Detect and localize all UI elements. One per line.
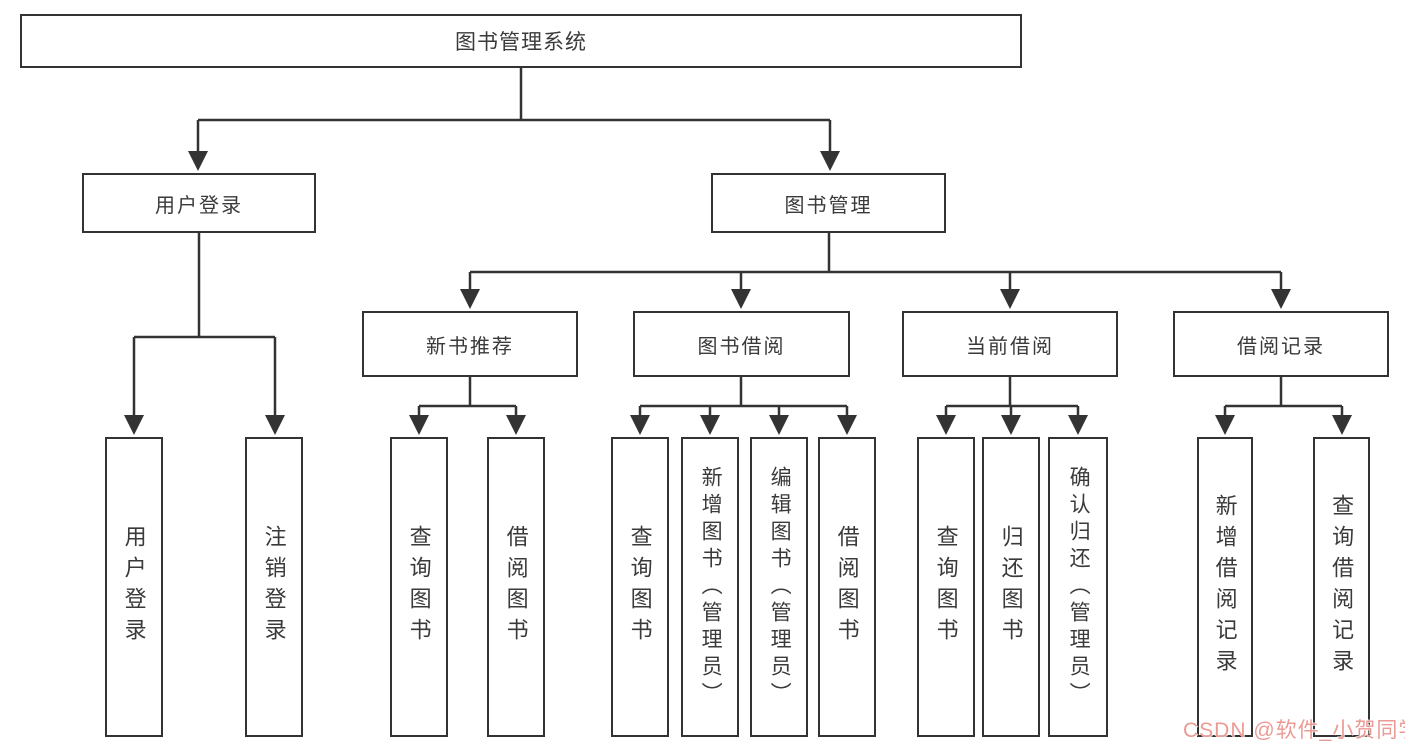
leaf-borrow-books: 借阅图书 (818, 437, 876, 737)
leaf-label: 编辑图书（管理员） (768, 465, 792, 709)
arrowheads (124, 151, 1352, 435)
leaf-label: 用户登录 (121, 525, 147, 649)
node-label: 当前借阅 (966, 335, 1054, 358)
leaf-query-borrow-record: 查询借阅记录 (1313, 437, 1370, 737)
leaf-query-books: 查询图书 (390, 437, 448, 737)
node-new-book-recommendation: 新书推荐 (362, 311, 578, 377)
node-library-management-system: 图书管理系统 (20, 14, 1022, 68)
leaf-query-books: 查询图书 (917, 437, 975, 737)
leaf-user-login: 用户登录 (105, 437, 163, 737)
leaf-label: 查询图书 (627, 525, 653, 649)
leaf-logout: 注销登录 (245, 437, 303, 737)
leaf-query-books: 查询图书 (611, 437, 669, 737)
leaf-label: 注销登录 (261, 525, 287, 649)
leaf-borrow-books: 借阅图书 (487, 437, 545, 737)
node-label: 用户登录 (155, 194, 243, 217)
leaf-label: 查询图书 (406, 525, 432, 649)
leaf-label: 确认归还（管理员） (1067, 465, 1091, 709)
node-label: 图书借阅 (697, 335, 786, 358)
leaf-edit-books-admin: 编辑图书（管理员） (750, 437, 808, 737)
leaf-label: 借阅图书 (503, 525, 529, 649)
leaf-label: 新增图书（管理员） (699, 465, 723, 709)
leaf-label: 新增借阅记录 (1212, 494, 1238, 680)
node-label: 图书管理 (784, 194, 873, 217)
node-label: 新书推荐 (426, 335, 514, 358)
node-book-management: 图书管理 (711, 173, 946, 233)
leaf-label: 查询图书 (933, 525, 959, 649)
leaf-add-books-admin: 新增图书（管理员） (681, 437, 739, 737)
node-book-borrowing: 图书借阅 (633, 311, 850, 377)
node-label: 图书管理系统 (455, 31, 587, 54)
leaf-label: 借阅图书 (834, 525, 860, 649)
leaf-confirm-return-admin: 确认归还（管理员） (1048, 437, 1108, 737)
node-borrowing-records: 借阅记录 (1173, 311, 1389, 377)
node-current-borrowing: 当前借阅 (902, 311, 1118, 377)
leaf-return-books: 归还图书 (982, 437, 1040, 737)
node-label: 借阅记录 (1237, 335, 1325, 358)
node-user-login: 用户登录 (82, 173, 316, 233)
csdn-watermark: CSDN @软件_小贺同学 (1183, 719, 1405, 742)
leaf-label: 查询借阅记录 (1329, 494, 1355, 680)
leaf-add-borrow-record: 新增借阅记录 (1197, 437, 1253, 737)
leaf-label: 归还图书 (998, 525, 1024, 649)
